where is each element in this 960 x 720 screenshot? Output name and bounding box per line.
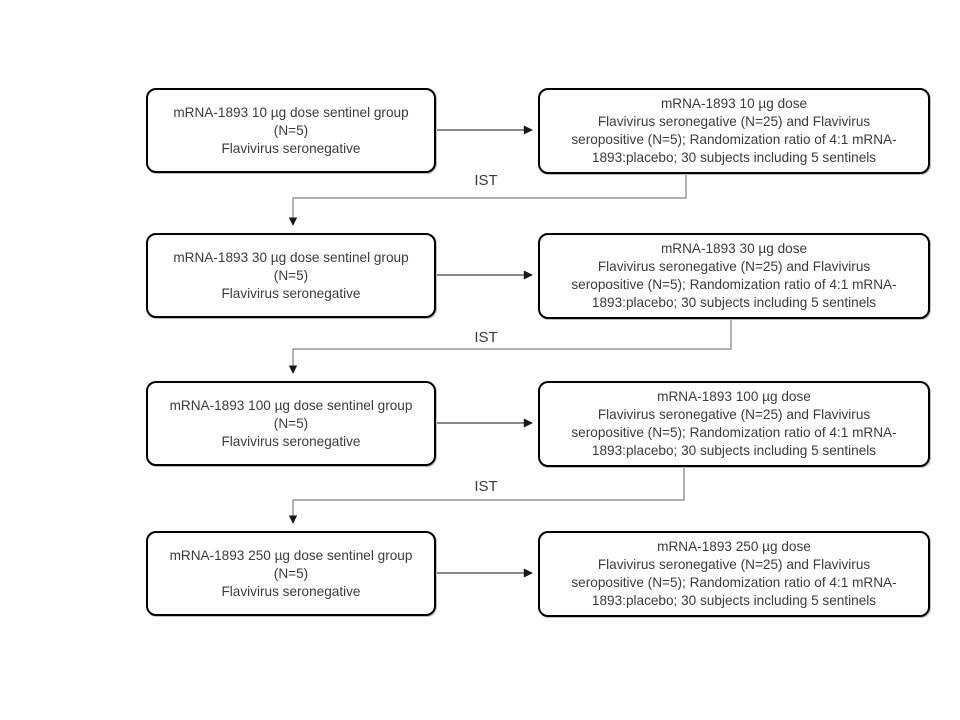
node-cohort-10ug: mRNA-1893 10 µg dose Flavivirus seronega… <box>538 88 930 174</box>
node-sentinel-100ug: mRNA-1893 100 µg dose sentinel group (N=… <box>146 381 436 466</box>
ist-gate-label-3: IST <box>474 478 498 495</box>
node-cohort-30ug: mRNA-1893 30 µg dose Flavivirus seronega… <box>538 233 930 319</box>
ist-gate-label-2: IST <box>474 329 498 346</box>
connector-ist-row3-to-row4 <box>288 468 685 524</box>
node-cohort-250ug: mRNA-1893 250 µg dose Flavivirus seroneg… <box>538 531 930 617</box>
connector-ist-row2-to-row3 <box>288 320 732 374</box>
ist-gate-label-1: IST <box>474 172 498 189</box>
node-cohort-100ug: mRNA-1893 100 µg dose Flavivirus seroneg… <box>538 381 930 467</box>
connector-ist-row1-to-row2 <box>288 175 687 226</box>
node-sentinel-250ug: mRNA-1893 250 µg dose sentinel group (N=… <box>146 531 436 616</box>
node-sentinel-30ug: mRNA-1893 30 µg dose sentinel group (N=5… <box>146 233 436 318</box>
node-sentinel-10ug: mRNA-1893 10 µg dose sentinel group (N=5… <box>146 88 436 173</box>
